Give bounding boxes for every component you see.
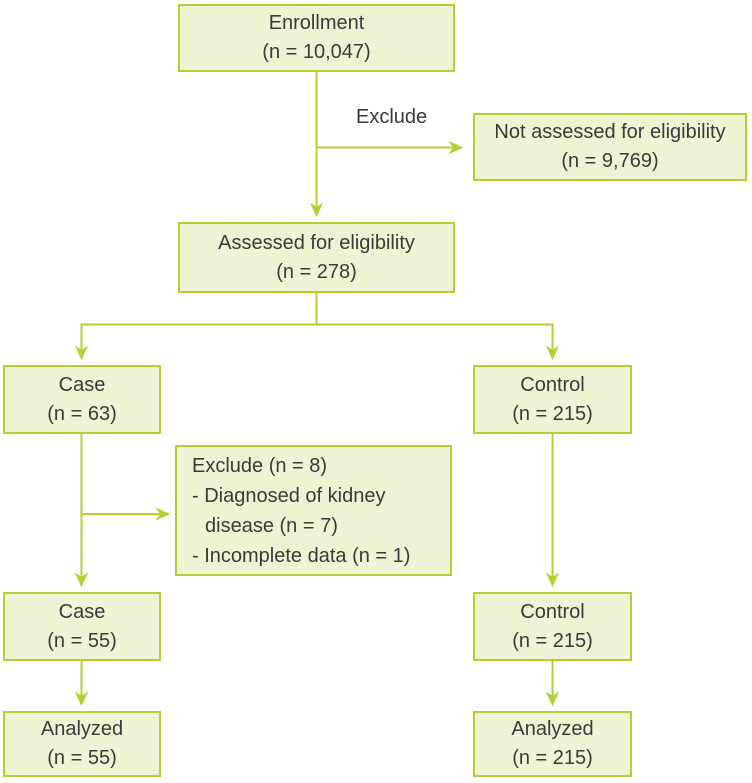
- box-control-initial-label: Control: [520, 373, 585, 396]
- box-control-final-count: (n = 215): [512, 629, 593, 652]
- box-analyzed-case: Analyzed (n = 55): [3, 711, 161, 777]
- box-not-assessed-count: (n = 9,769): [561, 150, 659, 172]
- exclude-detail-item: - Diagnosed of kidney disease (n = 7): [192, 484, 386, 537]
- box-case-final-count: (n = 55): [47, 629, 117, 652]
- box-enrollment: Enrollment (n = 10,047): [178, 4, 455, 72]
- box-not-assessed: Not assessed for eligibility (n = 9,769): [473, 113, 747, 181]
- box-control-initial-count: (n = 215): [512, 402, 593, 425]
- box-exclude-detail: Exclude (n = 8) - Diagnosed of kidney di…: [175, 445, 452, 576]
- box-assessed-count: (n = 278): [276, 260, 357, 283]
- box-enrollment-label: Enrollment: [268, 12, 365, 34]
- box-assessed-label: Assessed for eligibility: [218, 231, 415, 254]
- box-assessed: Assessed for eligibility (n = 278): [178, 222, 455, 293]
- box-case-initial: Case (n = 63): [3, 365, 161, 434]
- box-case-final-label: Case: [58, 600, 106, 623]
- box-control-final-label: Control: [520, 600, 585, 623]
- box-enrollment-count: (n = 10,047): [262, 41, 371, 63]
- box-not-assessed-label: Not assessed for eligibility: [494, 121, 726, 143]
- box-analyzed-case-count: (n = 55): [47, 747, 117, 769]
- box-analyzed-case-label: Analyzed: [40, 718, 124, 740]
- box-case-final: Case (n = 55): [3, 592, 161, 661]
- box-case-initial-count: (n = 63): [47, 402, 117, 425]
- exclude-edge-label: Exclude: [356, 106, 428, 128]
- box-control-initial: Control (n = 215): [473, 365, 632, 434]
- flow-edges: [74, 72, 560, 707]
- exclude-detail-item: - Incomplete data (n = 1): [192, 544, 411, 567]
- box-case-initial-label: Case: [58, 373, 106, 396]
- box-control-final: Control (n = 215): [473, 592, 632, 661]
- box-analyzed-control-count: (n = 215): [512, 747, 593, 769]
- exclude-detail-title: Exclude (n = 8): [192, 454, 328, 477]
- box-analyzed-control-label: Analyzed: [511, 718, 594, 740]
- box-analyzed-control: Analyzed (n = 215): [473, 711, 632, 777]
